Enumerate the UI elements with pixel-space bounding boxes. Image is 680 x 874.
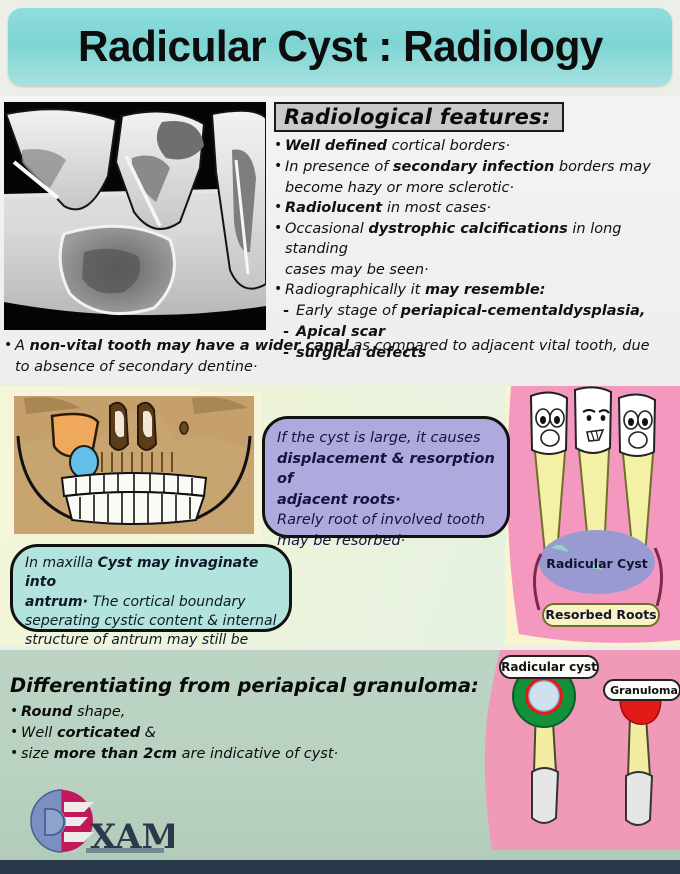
callout-line: seperating cystic content & internal <box>25 612 277 629</box>
differentiation-title: Differentiating from periapical granulom… <box>10 674 479 697</box>
radiology-section: Radiological features: • Well defined co… <box>0 96 680 384</box>
list-item: • Radiolucent in most cases· <box>274 198 674 218</box>
bullet-marker: • <box>10 703 19 719</box>
dash-marker: - <box>283 324 290 340</box>
list-item: • Radiographically it may resemble: <box>274 280 674 300</box>
bullet-marker: • <box>274 158 283 174</box>
bullet-marker: • <box>10 724 19 740</box>
callout-line: displacement & resorption of <box>277 450 495 488</box>
list-item-text: Occasional dystrophic calcifications in … <box>285 221 622 257</box>
callout-line: If the cyst is large, it causes <box>277 430 481 446</box>
list-item: • Well defined cortical borders· <box>274 136 674 156</box>
list-item-continuation: become hazy or more sclerotic· <box>285 180 515 196</box>
callout-line: In maxilla Cyst may invaginate into <box>25 555 259 591</box>
comparison-granuloma-label: Granuloma <box>610 684 678 697</box>
list-item: • A non-vital tooth may have a wider can… <box>4 336 676 356</box>
comparison-cyst-label: Radicular cyst <box>501 660 597 674</box>
radiological-features-heading-label: Radiological features: <box>284 105 551 129</box>
page-title: Radicular Cyst : Radiology <box>77 22 603 71</box>
sub-list-item-text: Apical scar <box>296 324 386 340</box>
list-item: • size more than 2cm are indicative of c… <box>10 744 430 764</box>
bullet-marker: • <box>274 137 283 153</box>
tooth-resorption-diagram: Radicular Cyst Resorbed Roots <box>505 386 680 646</box>
dash-marker: - <box>283 345 290 361</box>
list-item: • Well corticated & <box>10 723 430 743</box>
bullet-marker: • <box>4 337 13 353</box>
list-item-text: Round shape, <box>21 704 126 720</box>
page-header: Radicular Cyst : Radiology <box>8 8 672 86</box>
sub-list-item-text: Early stage of periapical-cementaldyspla… <box>296 303 646 319</box>
sub-list-item: - Apical scar <box>274 322 674 342</box>
list-item-continuation: cases may be seen· <box>285 262 429 278</box>
jaw-illustration <box>6 392 262 538</box>
list-item: • Round shape, <box>10 702 430 722</box>
sub-list-item: - Early stage of periapical-cementaldysp… <box>274 301 674 321</box>
non-vital-tooth-note: • A non-vital tooth may have a wider can… <box>4 336 676 377</box>
callout-line: Rarely root of involved tooth <box>277 512 485 529</box>
radiological-features-list: • Well defined cortical borders· • In pr… <box>274 136 674 364</box>
callout-line: may be resorbed· <box>277 532 406 549</box>
callout-line: adjacent roots· <box>277 491 401 508</box>
cyst-displacement-callout: If the cyst is large, it causes displace… <box>262 416 510 549</box>
middle-section: If the cyst is large, it causes displace… <box>0 386 680 668</box>
maxilla-antrum-callout: In maxilla Cyst may invaginate into antr… <box>10 544 292 668</box>
dexam-logo: XAM <box>14 786 179 857</box>
radiological-features-heading: Radiological features: <box>274 102 564 132</box>
differentiation-list: • Round shape, • Well corticated & • siz… <box>10 702 430 765</box>
list-item-continuation: to absence of secondary dentine· <box>15 359 258 375</box>
radicular-cyst-label: Radicular Cyst <box>546 556 648 571</box>
list-item-text: size more than 2cm are indicative of cys… <box>21 746 339 762</box>
list-item: • In presence of secondary infection bor… <box>274 157 674 177</box>
differentiation-section: Differentiating from periapical granulom… <box>0 650 680 860</box>
list-item-text: Well defined cortical borders· <box>285 138 510 154</box>
list-item: • Occasional dystrophic calcifications i… <box>274 219 674 259</box>
list-item-text: A non-vital tooth may have a wider canal… <box>15 338 650 354</box>
bullet-marker: • <box>10 745 19 761</box>
list-item-text: In presence of secondary infection borde… <box>285 159 651 175</box>
bullet-marker: • <box>274 281 283 297</box>
list-item-text: Radiographically it may resemble: <box>285 282 546 298</box>
bullet-marker: • <box>274 199 283 215</box>
xray-image <box>4 102 266 330</box>
footer-bar <box>0 860 680 874</box>
resorbed-roots-label: Resorbed Roots <box>545 607 656 622</box>
bullet-marker: • <box>274 220 283 236</box>
list-item-text: Well corticated & <box>21 725 156 741</box>
cyst-granuloma-comparison: Radicular cyst Granuloma <box>478 650 680 860</box>
callout-line: antrum· The cortical boundary <box>25 593 246 610</box>
dash-marker: - <box>283 303 290 319</box>
list-item-text: Radiolucent in most cases· <box>285 200 492 216</box>
sub-list-item: - surgical defects <box>274 343 674 363</box>
sub-list-item-text: surgical defects <box>296 345 427 361</box>
